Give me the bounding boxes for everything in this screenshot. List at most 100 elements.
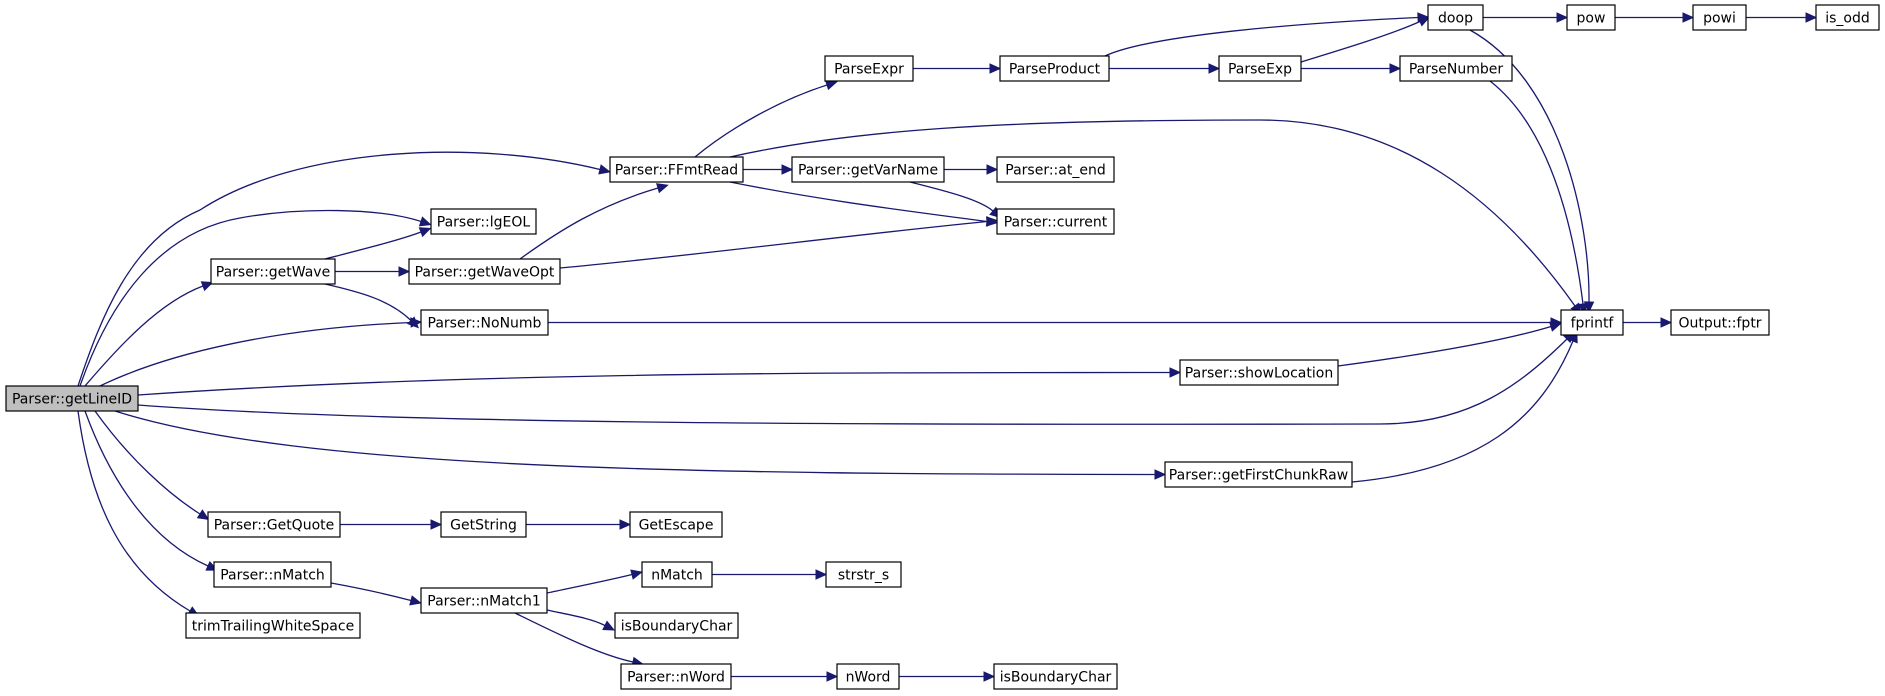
node-nMatchP[interactable]: Parser::nMatch [213,561,332,588]
node-box-NoNumb[interactable] [420,309,549,336]
arrowhead-GetQuote-to-GetString [430,519,443,530]
node-powi[interactable]: powi [1692,4,1747,31]
node-box-powi[interactable] [1692,4,1747,31]
edge-ParseExp-to-doop [1300,20,1421,63]
node-box-is_odd[interactable] [1815,4,1880,31]
edge-getLineID-to-fprintf [137,338,1568,425]
node-getLineID[interactable]: Parser::getLineID [5,385,139,412]
node-box-lgEOL[interactable] [430,208,537,235]
node-box-getVarName[interactable] [791,156,945,183]
node-box-nWordP[interactable] [620,663,732,690]
node-box-GetString[interactable] [440,511,527,538]
node-box-at_end[interactable] [996,156,1115,183]
arrowhead-getLineID-to-getFirstChunkRaw [1154,469,1167,480]
edge-getVarName-to-current [909,181,994,212]
arrowhead-ParseExp-to-ParseNumber [1389,63,1402,74]
node-getVarName[interactable]: Parser::getVarName [791,156,945,183]
node-doop[interactable]: doop [1427,4,1484,31]
edge-getWave-to-lgEOL [324,231,422,260]
node-box-nMatch1[interactable] [420,587,548,614]
node-ParseProduct[interactable]: ParseProduct [999,55,1110,82]
node-trimTrailingWhiteSpace[interactable]: trimTrailingWhiteSpace [185,612,361,639]
node-box-ParseExpr[interactable] [824,55,914,82]
node-nWordP[interactable]: Parser::nWord [620,663,732,690]
node-label-trimTrailingWhiteSpace: trimTrailingWhiteSpace [192,619,354,635]
node-ParseNumber[interactable]: ParseNumber [1399,55,1513,82]
node-label-doop: doop [1438,11,1473,27]
node-box-FFmtRead[interactable] [609,156,744,183]
node-at_end[interactable]: Parser::at_end [996,156,1115,183]
node-label-powi: powi [1703,11,1736,27]
node-box-nMatch[interactable] [641,561,713,588]
node-box-nMatchP[interactable] [213,561,332,588]
node-label-fptr: Output::fptr [1678,316,1761,332]
node-fprintf[interactable]: fprintf [1560,309,1624,336]
edge-doop-to-fprintf [1469,29,1590,303]
arrowhead-getWaveOpt-to-current [985,216,999,227]
node-ParseExpr[interactable]: ParseExpr [824,55,914,82]
node-label-showLocation: Parser::showLocation [1185,366,1333,382]
node-box-trimTrailingWhiteSpace[interactable] [185,612,361,639]
node-box-strstr_s[interactable] [825,561,902,588]
node-box-GetEscape[interactable] [629,511,723,538]
node-box-getLineID[interactable] [5,385,139,412]
node-getWave[interactable]: Parser::getWave [210,258,336,285]
edge-getWaveOpt-to-current [559,220,988,269]
node-GetString[interactable]: GetString [440,511,527,538]
node-nMatch1[interactable]: Parser::nMatch1 [420,587,548,614]
node-box-isBoundaryChar1[interactable] [614,612,739,639]
node-GetEscape[interactable]: GetEscape [629,511,723,538]
node-isBoundaryChar1[interactable]: isBoundaryChar [614,612,739,639]
node-box-isBoundaryChar2[interactable] [993,663,1118,690]
edge-nMatch1-to-nMatch [546,573,633,594]
node-box-ParseExp[interactable] [1218,55,1302,82]
node-label-GetEscape: GetEscape [639,518,714,534]
node-box-getWave[interactable] [210,258,336,285]
node-box-GetQuote[interactable] [207,511,341,538]
node-lgEOL[interactable]: Parser::lgEOL [430,208,537,235]
node-GetQuote[interactable]: Parser::GetQuote [207,511,341,538]
node-box-getWaveOpt[interactable] [408,258,561,285]
edge-getLineID-to-FFmtRead [77,151,601,387]
node-label-FFmtRead: Parser::FFmtRead [615,163,738,179]
node-current[interactable]: Parser::current [996,208,1115,235]
node-box-showLocation[interactable] [1179,359,1339,386]
node-box-doop[interactable] [1427,4,1484,31]
node-box-nWord[interactable] [836,663,900,690]
node-box-getFirstChunkRaw[interactable] [1164,461,1353,488]
node-nMatch[interactable]: nMatch [641,561,713,588]
node-label-strstr_s: strstr_s [838,568,889,584]
node-box-pow[interactable] [1566,4,1616,31]
node-NoNumb[interactable]: Parser::NoNumb [420,309,549,336]
node-fptr[interactable]: Output::fptr [1670,309,1770,336]
arrowhead-ParseExp-to-doop [1417,16,1431,27]
edge-nMatchP-to-nMatch1 [330,582,412,602]
node-getWaveOpt[interactable]: Parser::getWaveOpt [408,258,561,285]
node-box-current[interactable] [996,208,1115,235]
node-label-getWaveOpt: Parser::getWaveOpt [415,265,555,281]
node-strstr_s[interactable]: strstr_s [825,561,902,588]
node-FFmtRead[interactable]: Parser::FFmtRead [609,156,744,183]
node-pow[interactable]: pow [1566,4,1616,31]
edge-nMatch1-to-isBoundaryChar1 [546,609,606,627]
arrowhead-nMatch-to-strstr_s [815,569,828,580]
node-getFirstChunkRaw[interactable]: Parser::getFirstChunkRaw [1164,461,1353,488]
arrowhead-getLineID-to-lgEOL [418,216,432,227]
node-box-ParseProduct[interactable] [999,55,1110,82]
call-edges [77,12,1818,682]
node-label-nMatch1: Parser::nMatch1 [427,594,541,610]
node-box-fptr[interactable] [1670,309,1770,336]
node-box-fprintf[interactable] [1560,309,1624,336]
arrowhead-nMatch1-to-isBoundaryChar1 [602,620,616,631]
node-ParseExp[interactable]: ParseExp [1218,55,1302,82]
node-label-is_odd: is_odd [1825,11,1870,27]
edge-FFmtRead-to-ParseExpr [694,84,828,158]
node-box-ParseNumber[interactable] [1399,55,1513,82]
edge-getWave-to-NoNumb [324,283,412,321]
node-isBoundaryChar2[interactable]: isBoundaryChar [993,663,1118,690]
node-is_odd[interactable]: is_odd [1815,4,1880,31]
node-nWord[interactable]: nWord [836,663,900,690]
arrowhead-pow-to-powi [1682,12,1695,23]
edge-ParseNumber-to-fprintf [1489,80,1584,305]
node-showLocation[interactable]: Parser::showLocation [1179,359,1339,386]
